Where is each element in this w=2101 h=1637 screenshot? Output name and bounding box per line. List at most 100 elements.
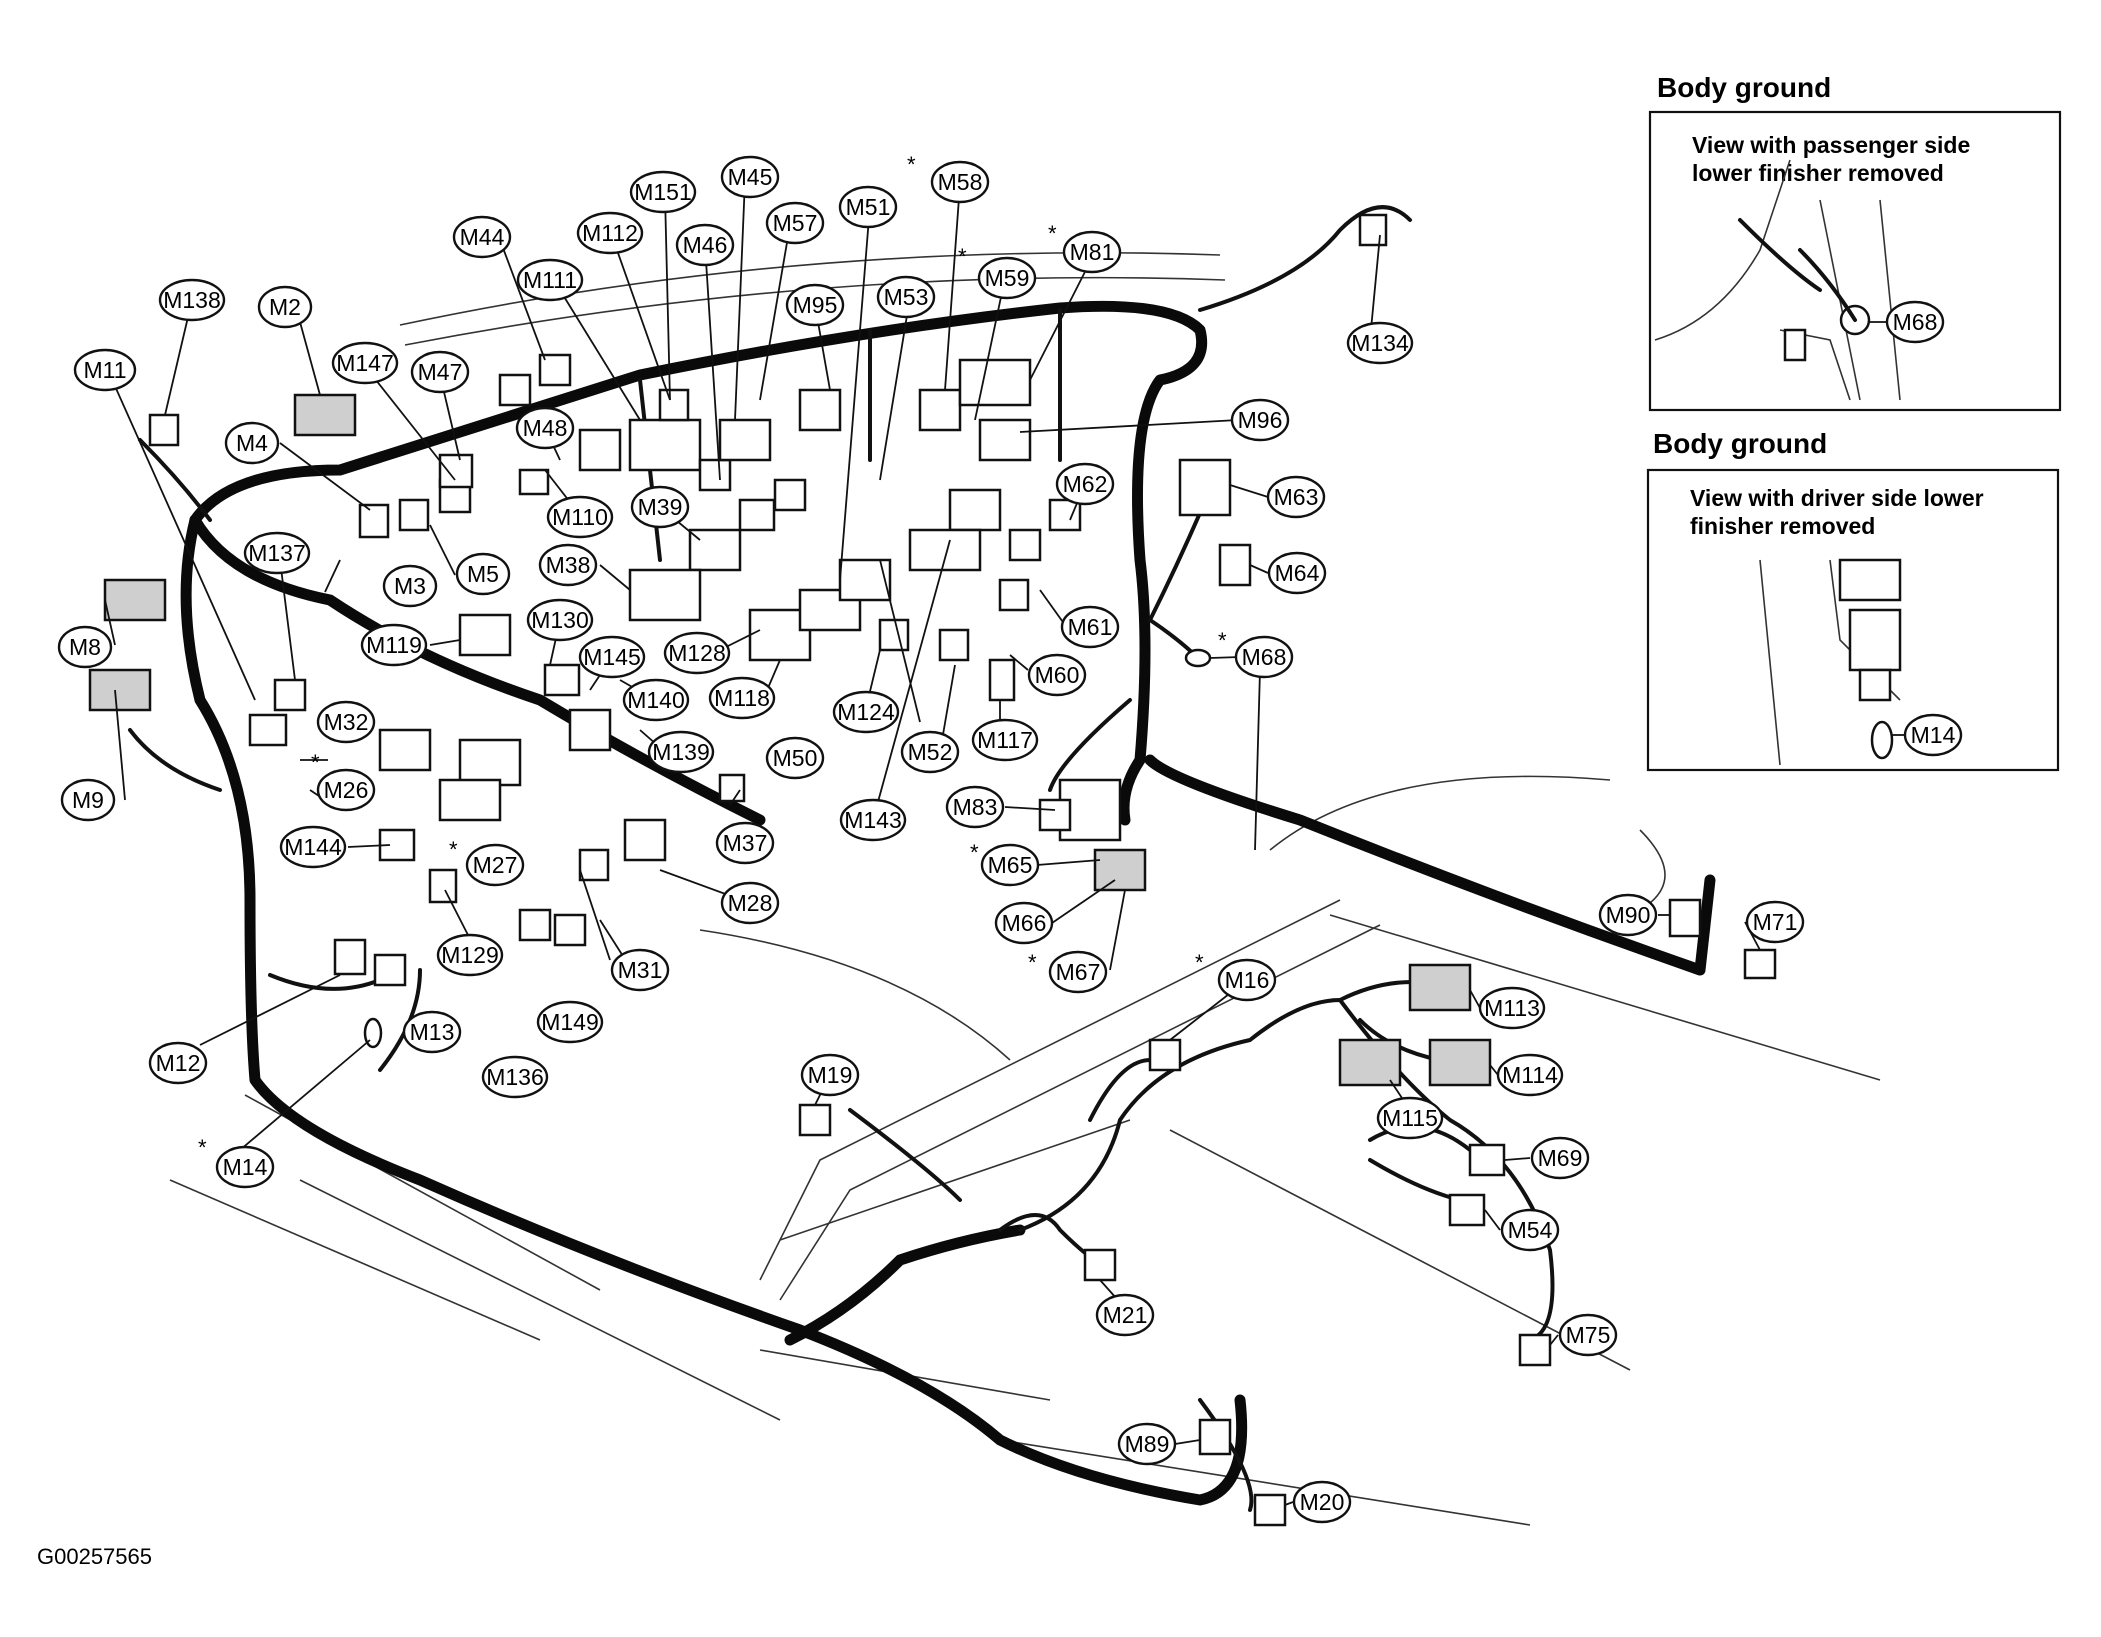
callout-label: M95 bbox=[785, 283, 845, 327]
callout-label-text: M136 bbox=[486, 1064, 544, 1090]
callout-label: M83 bbox=[945, 785, 1005, 829]
callout-label: M111 bbox=[516, 258, 584, 302]
inset-top-caption-line1: View with passenger side bbox=[1692, 132, 1970, 158]
callout-label-text: M90 bbox=[1606, 902, 1651, 928]
callout-label: M38 bbox=[538, 543, 598, 587]
callout-label: M115 bbox=[1376, 1096, 1444, 1140]
callout-label: M16 bbox=[1217, 958, 1277, 1002]
callout-label: M3 bbox=[382, 564, 438, 608]
callout-label-text: M65 bbox=[988, 852, 1033, 878]
callout-label-text: M44 bbox=[460, 224, 505, 250]
callout-label-text: M119 bbox=[366, 632, 422, 658]
callout-label-text: M31 bbox=[618, 957, 663, 983]
callout-label: M50 bbox=[765, 736, 825, 780]
callout-label-text: M28 bbox=[728, 890, 773, 916]
callout-label: M139 bbox=[647, 730, 715, 774]
callout-label-text: M71 bbox=[1753, 909, 1798, 935]
callout-label: M19 bbox=[800, 1053, 860, 1097]
callout-label-text: M19 bbox=[808, 1062, 853, 1088]
callout-labels: M138 M2 M11 M147 M47 M4 M44 M111 M112 M1… bbox=[57, 155, 1805, 1524]
callout-label: M96 bbox=[1230, 398, 1290, 442]
callout-label-text: M124 bbox=[837, 699, 895, 725]
callout-label-text: M140 bbox=[627, 687, 685, 713]
callout-label: M48 bbox=[515, 406, 575, 450]
svg-text:*: * bbox=[907, 152, 916, 177]
callout-label: M11 bbox=[73, 348, 137, 392]
callout-label-text: M45 bbox=[728, 164, 773, 190]
callout-label: M65 bbox=[980, 843, 1040, 887]
callout-label: M118 bbox=[708, 676, 776, 720]
callout-label-text: M27 bbox=[473, 852, 518, 878]
callout-label-text: M110 bbox=[552, 504, 608, 530]
callout-label-text: M59 bbox=[985, 265, 1030, 291]
callout-label: M66 bbox=[994, 901, 1054, 945]
callout-label: M64 bbox=[1267, 551, 1327, 595]
callout-label: M46 bbox=[675, 223, 735, 267]
callout-label: M2 bbox=[257, 285, 313, 329]
callout-label-text: M61 bbox=[1068, 614, 1113, 640]
callout-label-text: M81 bbox=[1070, 239, 1115, 265]
svg-text:*: * bbox=[958, 244, 967, 269]
callout-label: M32 bbox=[316, 700, 376, 744]
callout-label-text: M111 bbox=[523, 267, 577, 293]
callout-label: M147 bbox=[331, 341, 399, 385]
callout-label: M114 bbox=[1496, 1053, 1564, 1097]
callout-label-text: M8 bbox=[69, 634, 101, 660]
callout-label-text: M11 bbox=[83, 357, 126, 383]
callout-label: M137 bbox=[243, 531, 311, 575]
callout-label-text: M118 bbox=[714, 685, 770, 711]
callout-label-text: M129 bbox=[441, 942, 499, 968]
callout-label: M89 bbox=[1117, 1422, 1177, 1466]
callout-label: M45 bbox=[720, 155, 780, 199]
svg-text:*: * bbox=[198, 1135, 207, 1160]
callout-label-text: M130 bbox=[531, 607, 589, 633]
callout-label-text: M32 bbox=[324, 709, 369, 735]
callout-label-text: M63 bbox=[1274, 484, 1319, 510]
callout-label: M62 bbox=[1055, 462, 1115, 506]
callout-label: M5 bbox=[455, 552, 511, 596]
callout-label: M145 bbox=[578, 635, 646, 679]
callout-label: M12 bbox=[148, 1041, 208, 1085]
callout-label-text: M16 bbox=[1225, 967, 1270, 993]
callout-label: M128 bbox=[663, 631, 731, 675]
callout-label: M60 bbox=[1027, 653, 1087, 697]
callout-label-text: M112 bbox=[582, 220, 638, 246]
callout-label: M113 bbox=[1478, 986, 1546, 1030]
inset-bottom-title: Body ground bbox=[1653, 428, 1827, 459]
callout-label-text: M143 bbox=[844, 807, 902, 833]
callout-label-text: M95 bbox=[793, 292, 838, 318]
callout-label: M57 bbox=[765, 201, 825, 245]
callout-label-text: M145 bbox=[583, 644, 641, 670]
callout-label-text: M38 bbox=[546, 552, 591, 578]
figure-code: G00257565 bbox=[37, 1544, 152, 1569]
callout-label-text: M114 bbox=[1502, 1062, 1558, 1088]
callout-label-text: M12 bbox=[156, 1050, 201, 1076]
callout-label-text: M117 bbox=[977, 727, 1033, 753]
callout-label-text: M14 bbox=[223, 1154, 268, 1180]
callout-label-text: M21 bbox=[1103, 1302, 1148, 1328]
callout-label-text: M2 bbox=[269, 294, 301, 320]
callout-label-text: M52 bbox=[908, 739, 953, 765]
callout-label: M149 bbox=[536, 1000, 604, 1044]
callout-label-text: M57 bbox=[773, 210, 818, 236]
callout-label-text: M48 bbox=[523, 415, 568, 441]
callout-label-text: M51 bbox=[846, 194, 891, 220]
svg-text:*: * bbox=[970, 840, 979, 865]
callout-label: M119 bbox=[360, 623, 428, 667]
callout-label: M47 bbox=[410, 350, 470, 394]
callout-label-text: M83 bbox=[953, 794, 998, 820]
callout-label-text: M62 bbox=[1063, 471, 1108, 497]
callout-label: M58 bbox=[930, 160, 990, 204]
callout-label: M130 bbox=[526, 598, 594, 642]
callout-label-text: M75 bbox=[1566, 1322, 1611, 1348]
callout-label: M59 bbox=[977, 256, 1037, 300]
callout-label: M110 bbox=[546, 495, 614, 539]
callout-label: M90 bbox=[1598, 893, 1658, 937]
callout-label-text: M147 bbox=[336, 350, 394, 376]
callout-label: M21 bbox=[1095, 1293, 1155, 1337]
inset-bottom-label: M14 bbox=[1911, 722, 1956, 748]
callout-label: M26 bbox=[316, 768, 376, 812]
callout-label: M9 bbox=[60, 778, 116, 822]
callout-label: M52 bbox=[900, 730, 960, 774]
